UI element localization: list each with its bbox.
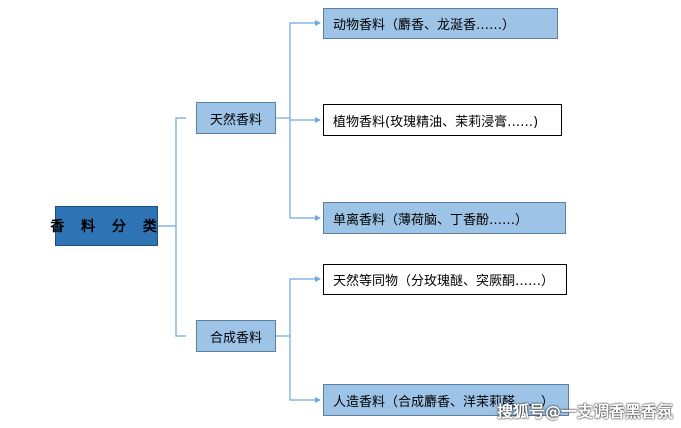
leaf-isolate-label: 单离香料（薄荷脑、丁香酚……） [333,212,529,228]
bracket-synthetic [289,278,295,401]
root-label: 香 料 分 类 [50,219,163,235]
leaf-nature-identical: 天然等同物（分玫瑰醚、突厥酮……） [323,264,567,295]
watermark: 搜狐号@一支调香黑香氛 [497,402,674,421]
leaf-plant-label: 植物香料(玫瑰精油、茉莉浸膏……) [333,114,539,130]
leaf-isolate: 单离香料（薄荷脑、丁香酚……） [323,202,566,234]
branch-synthetic-label: 合成香料 [209,330,262,346]
leaf-animal: 动物香料（麝香、龙涎香……） [323,8,558,39]
branch-natural-label: 天然香料 [209,112,262,128]
bracket-level1 [175,117,186,337]
leaf-nature-identical-label: 天然等同物（分玫瑰醚、突厥酮……） [333,274,555,289]
leaf-artificial: 人造香料（合成麝香、洋茉莉醛……） [323,384,569,416]
leaf-plant: 植物香料(玫瑰精油、茉莉浸膏……) [323,104,562,136]
leaf-animal-label: 动物香料（麝香、龙涎香……） [333,18,516,33]
branch-natural: 天然香料 [196,102,276,134]
branch-synthetic: 合成香料 [196,320,276,352]
root-node: 香 料 分 类 [50,206,158,246]
leaf-artificial-label: 人造香料（合成麝香、洋茉莉醛……） [333,394,555,410]
